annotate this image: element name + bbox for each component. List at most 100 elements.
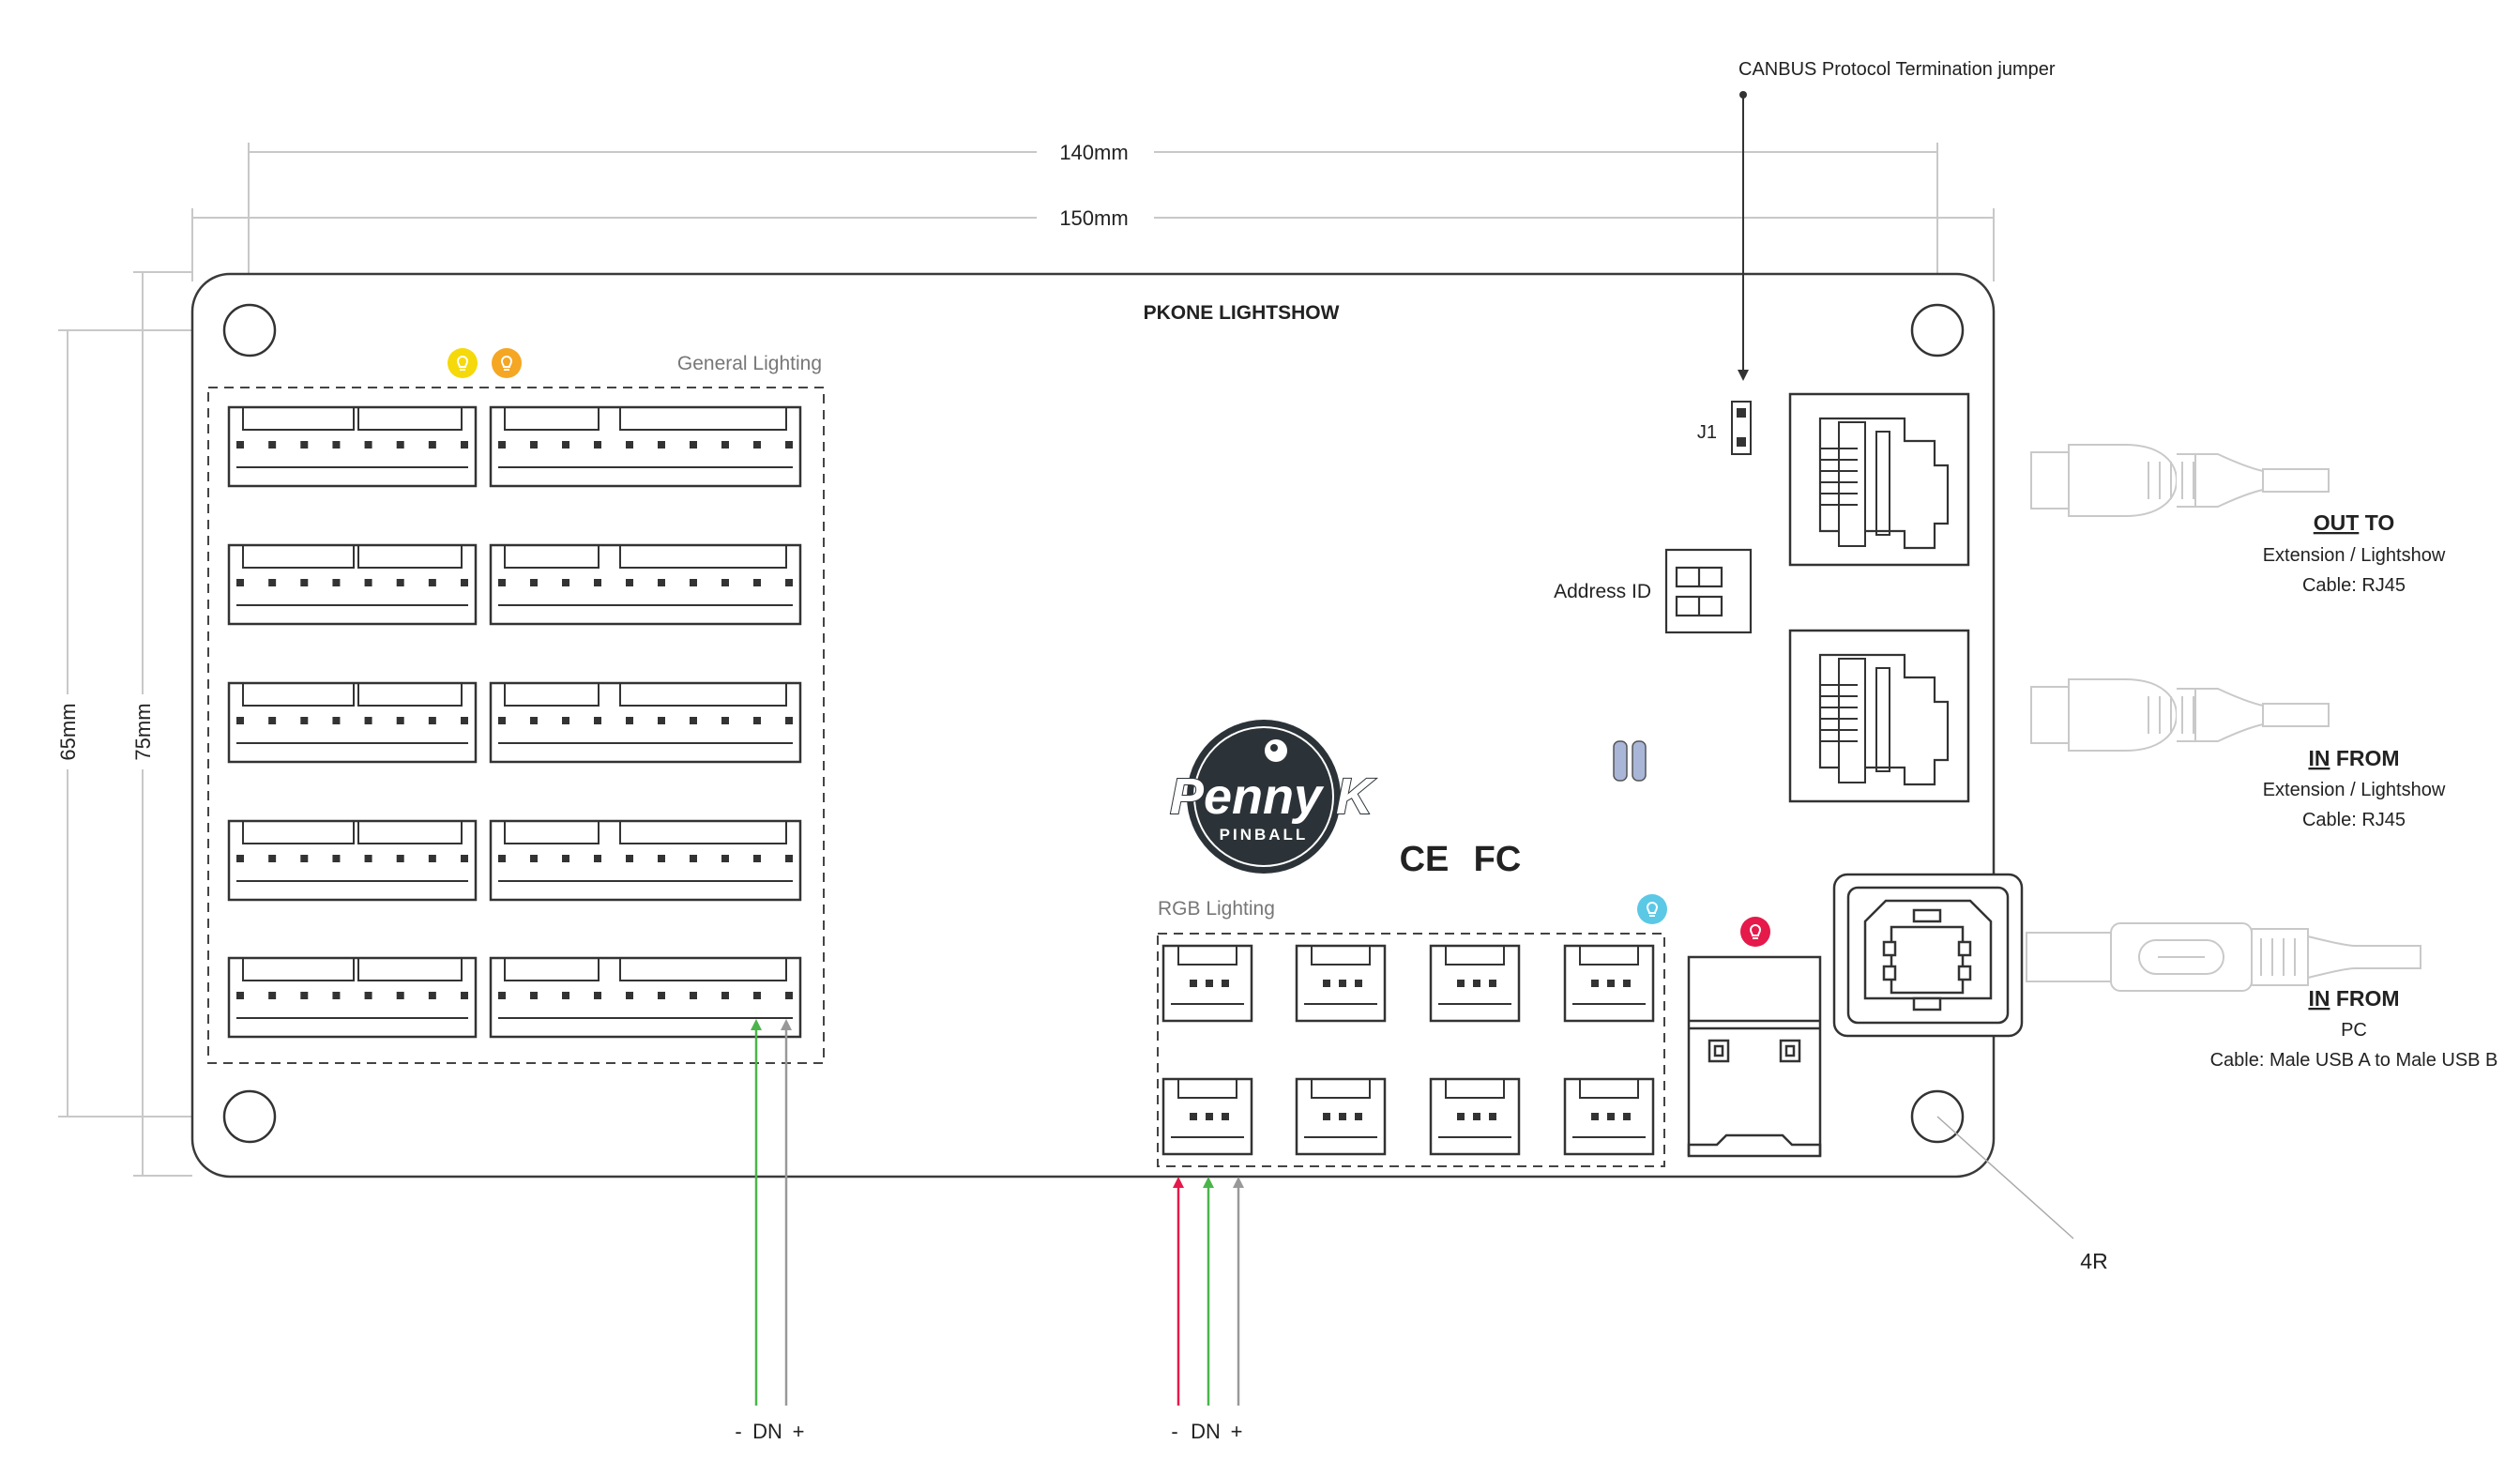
- connector-pin: [332, 992, 341, 999]
- usb-b-port: [1832, 873, 2024, 1038]
- connector-pin: [562, 717, 569, 724]
- power-connector: [1687, 955, 1822, 1158]
- rgb-data-label: DN: [1191, 1420, 1221, 1443]
- connector-pin: [626, 992, 633, 999]
- connector-pin: [594, 992, 601, 999]
- connector-pin: [530, 579, 538, 586]
- general-lighting-wires: [751, 1019, 792, 1406]
- connector-pin: [721, 441, 729, 449]
- connector-pin: [498, 579, 506, 586]
- connector-pin: [461, 992, 468, 999]
- connector-pin: [300, 579, 309, 586]
- board-title: PKONE LIGHTSHOW: [1144, 302, 1340, 324]
- general-lighting-connector: [227, 405, 478, 488]
- general-lighting-connector: [227, 819, 478, 902]
- general-lighting-zone: [207, 387, 825, 1064]
- connector-pin: [753, 579, 761, 586]
- logo-subtitle: PINBALL: [1220, 826, 1309, 844]
- bulb-icon: [492, 348, 522, 378]
- connector-pin: [300, 855, 309, 862]
- connector-pin: [300, 717, 309, 724]
- connector-pin: [1222, 1113, 1229, 1120]
- rgb-lighting-wires: [1173, 1177, 1244, 1406]
- connector-pin: [562, 992, 569, 999]
- connector-pin: [594, 855, 601, 862]
- gl-data-label: DN: [752, 1420, 782, 1443]
- connector-pin: [1323, 980, 1330, 987]
- status-leds: [1613, 740, 1647, 782]
- connector-pin: [1623, 1113, 1631, 1120]
- usb-cable: [2026, 922, 2421, 992]
- fc-mark: FC: [1474, 840, 1522, 879]
- connector-pin: [721, 992, 729, 999]
- connector-pin: [332, 717, 341, 724]
- connector-pin: [461, 441, 468, 449]
- mounting-holes: [222, 303, 1965, 1144]
- connector-pin: [721, 717, 729, 724]
- connector-pin: [530, 717, 538, 724]
- port-in-rj45-target: Extension / Lightshow: [2263, 780, 2446, 800]
- rgb-plus-label: +: [1231, 1420, 1243, 1443]
- connector-pin: [236, 579, 244, 586]
- port-in-usb-cable: Cable: Male USB A to Male USB B: [2210, 1050, 2498, 1071]
- connector-pin: [690, 441, 697, 449]
- general-lighting-connector: [227, 681, 478, 764]
- penny-k-pinball-logo: Penny K PINBALL: [1169, 720, 1377, 874]
- mounting-hole: [222, 303, 277, 357]
- connector-pin: [300, 441, 309, 449]
- port-out-direction: OUT TO: [2314, 510, 2394, 535]
- connector-pin: [332, 441, 341, 449]
- connector-pin: [1222, 980, 1229, 987]
- rgb-lighting-connector: [1429, 1077, 1521, 1156]
- connector-pin: [498, 441, 506, 449]
- logo-script: Penny K: [1170, 768, 1376, 825]
- connector-pin: [428, 717, 436, 724]
- connector-pin: [1339, 980, 1346, 987]
- corner-radius-leader: [1936, 1116, 2074, 1239]
- general-lighting-connectors: [227, 405, 802, 1039]
- general-lighting-connector: [489, 543, 802, 626]
- rj45-out-jack: [1788, 392, 1970, 567]
- connector-pin: [268, 717, 277, 724]
- connector-pin: [753, 441, 761, 449]
- connector-pin: [626, 441, 633, 449]
- connector-pin: [396, 855, 404, 862]
- connector-pin: [428, 441, 436, 449]
- port-out-cable: Cable: RJ45: [2302, 575, 2406, 596]
- jumper-j1: [1731, 401, 1752, 455]
- connector-pin: [1623, 980, 1631, 987]
- address-dip-switch: [1664, 548, 1753, 634]
- connector-pin: [1489, 1113, 1496, 1120]
- connector-pin: [268, 441, 277, 449]
- connector-pin: [428, 579, 436, 586]
- connector-pin: [690, 579, 697, 586]
- dim-height-outer: 75mm: [131, 703, 155, 760]
- dimension-lines: [58, 143, 1995, 1177]
- connector-pin: [658, 992, 665, 999]
- connector-pin: [268, 579, 277, 586]
- connector-pin: [1206, 1113, 1213, 1120]
- connector-pin: [1591, 980, 1599, 987]
- rj45-cable-out: [2030, 444, 2330, 517]
- connector-pin: [1591, 1113, 1599, 1120]
- connector-pin: [626, 717, 633, 724]
- connector-pin: [753, 717, 761, 724]
- general-lighting-icons: [448, 348, 522, 378]
- connector-pin: [658, 717, 665, 724]
- connector-pin: [753, 855, 761, 862]
- connector-pin: [785, 441, 793, 449]
- jumper-label: J1: [1697, 422, 1717, 443]
- connector-pin: [1339, 1113, 1346, 1120]
- connector-pin: [428, 992, 436, 999]
- general-lighting-label: General Lighting: [677, 353, 822, 374]
- connector-pin: [364, 441, 372, 449]
- connector-pin: [332, 855, 341, 862]
- connector-pin: [1489, 980, 1496, 987]
- connector-pin: [594, 717, 601, 724]
- connector-pin: [461, 579, 468, 586]
- port-descriptions: OUT TO Extension / Lightshow Cable: RJ45…: [2210, 510, 2498, 1071]
- connector-pin: [1323, 1113, 1330, 1120]
- connector-pin: [364, 992, 372, 999]
- port-in-usb-direction: IN FROM: [2308, 986, 2399, 1011]
